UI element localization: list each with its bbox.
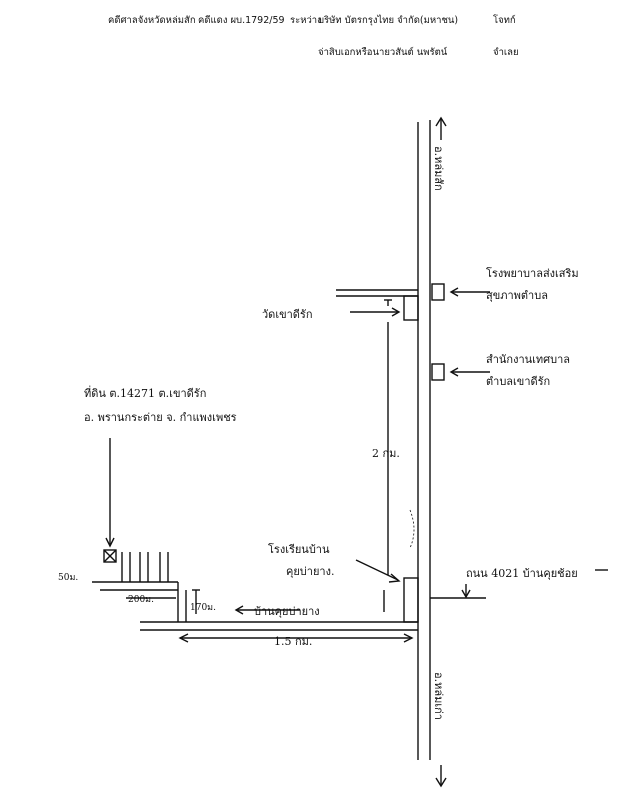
defendant-name: จ่าสิบเอกหรือนายวสันต์ นพรัตน์ — [318, 47, 448, 58]
hospital-building — [431, 283, 445, 301]
office-label: สำนักงานเทศบาล — [486, 353, 571, 366]
land-plot-marker — [103, 549, 117, 563]
land-title-label: ที่ดิน ต.14271 ต.เขาดีรัก — [84, 387, 207, 400]
distance-bottom-label: 1.5 กม. — [274, 635, 313, 648]
distance-2km-label: 2 กม. — [372, 447, 400, 460]
temple-label: วัดเขาดีรัก — [262, 308, 313, 321]
road-south-label: อ.หล่มเก่า — [432, 672, 445, 720]
defendant-role: จำเลย — [493, 47, 519, 58]
office-label-2: ตำบลเขาดีรัก — [486, 375, 551, 388]
office-building — [431, 363, 445, 381]
hospital-label: โรงพยาบาลส่งเสริม — [486, 267, 579, 280]
plaintiff-role: โจทก์ — [493, 15, 516, 26]
road-north-label: อ.หล่มสัก — [432, 146, 445, 191]
road-4021-label: ถนน 4021 บ้านคุยช้อย — [466, 567, 578, 580]
school-label: โรงเรียนบ้าน — [268, 543, 330, 556]
school-label-2: คุยบ่ายาง. — [286, 565, 335, 578]
plaintiff-name: บริษัท บัตรกรุงไทย จำกัด(มหาชน) — [318, 15, 459, 26]
temple-building — [403, 295, 419, 321]
village-label: บ้านคุยบ่ายาง — [254, 605, 320, 618]
dist-200m-label: 200ม. — [128, 595, 154, 605]
case-number: คดีแดง ผบ.1792/59 — [198, 15, 285, 26]
dist-170m-label: 170ม. — [190, 603, 216, 613]
land-location-label: อ. พรานกระต่าย จ. กำแพงเพชร — [84, 411, 237, 424]
school-building — [403, 577, 419, 623]
between-label: ระหว่าง — [290, 15, 322, 26]
dist-50m-label: 50ม. — [58, 573, 79, 583]
court-name: คดีศาลจังหวัดหล่มสัก — [108, 15, 196, 26]
hospital-label-2: สุขภาพตำบล — [486, 289, 548, 302]
